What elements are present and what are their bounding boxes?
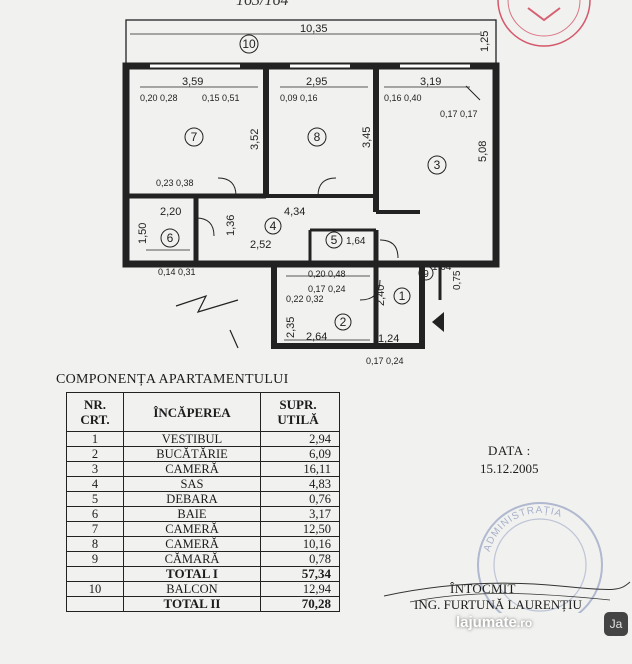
dim-label: 0,14 0,31 <box>158 267 196 277</box>
table-title: COMPONENȚA APARTAMENTULUI <box>56 372 289 387</box>
dim-label: 2,95 <box>306 76 327 88</box>
dim-label: 0,20 0,28 <box>140 93 178 103</box>
dim-label: 1,50 <box>137 223 149 244</box>
room-number-6: 6 <box>167 231 174 245</box>
dim-label: 0,23 0,38 <box>156 178 194 188</box>
header-nr: NR. CRT. <box>66 392 124 432</box>
lower-wing-wall <box>271 261 425 349</box>
signature-scribble <box>383 581 631 603</box>
room-number-8: 8 <box>314 130 321 144</box>
date-label: DATA : <box>488 443 531 458</box>
stamp-text: ADMINISTRAȚIA <box>482 505 563 553</box>
dim-label: 3,52 <box>249 129 261 150</box>
dim-label: 0,17 0,17 <box>440 109 478 119</box>
dim-label: 0,22 0,32 <box>286 294 324 304</box>
dim-label: 0,09 0,16 <box>280 93 318 103</box>
dim-label: 3,59 <box>182 76 203 88</box>
red-stamp-icon <box>497 0 591 47</box>
dim-label: 0,16 0,40 <box>384 93 422 103</box>
dim-label: 2,64 <box>306 331 327 343</box>
dim-label: 1,64 <box>346 236 366 247</box>
svg-text:ADMINISTRAȚIA: ADMINISTRAȚIA <box>482 505 564 553</box>
dim-label: 0,17 0,24 <box>366 356 404 366</box>
date-value: 15.12.2005 <box>480 461 539 476</box>
header-scribble: 163/164 <box>236 0 289 9</box>
watermark-logo-icon: Ja <box>604 612 628 636</box>
room-number-7: 7 <box>191 130 198 144</box>
dim-label: 3,45 <box>361 127 373 148</box>
dim-label: 0,15 0,51 <box>202 93 240 103</box>
dim-label: 2,52 <box>250 239 271 251</box>
dim-label: 5,08 <box>477 141 489 162</box>
room-number-1: 1 <box>399 289 406 303</box>
dim-label: 3,19 <box>420 76 441 88</box>
entrance-arrow-icon <box>432 312 444 332</box>
signature-engineer: ING. FURTUNĂ LAURENȚIU <box>414 597 582 612</box>
room-number-2: 2 <box>340 315 347 329</box>
dim-label: 2,40 <box>375 285 387 306</box>
dim-label: 1,24 <box>378 333 399 345</box>
dim-label: 0,20 0,48 <box>308 269 346 279</box>
dim-label: 4,34 <box>284 206 305 218</box>
header-area: SUPR. UTILĂ <box>260 392 340 432</box>
dim-label: 1,36 <box>225 215 237 236</box>
floor-plan: 10 7 8 3 6 4 5 9 1 2 10,35 1,25 3,59 0,2… <box>122 19 500 366</box>
watermark: lajumate.ro <box>456 614 533 631</box>
official-stamp-icon: ADMINISTRAȚIA <box>477 502 603 613</box>
table-header-row: NR. CRT. ÎNCĂPEREA SUPR. UTILĂ <box>66 392 340 432</box>
dim-label: 10,35 <box>300 23 328 35</box>
dim-label: 0,17 0,24 <box>308 284 346 294</box>
dim-label: 1,25 <box>479 31 491 52</box>
dim-label: 2,20 <box>160 206 181 218</box>
header-room: ÎNCĂPEREA <box>123 392 261 432</box>
room-number-4: 4 <box>270 219 277 233</box>
dim-label: 1,04 <box>432 262 452 273</box>
room-number-10: 10 <box>242 37 256 51</box>
dim-label: 0,75 <box>452 270 463 290</box>
room-number-3: 3 <box>434 158 441 172</box>
room-number-9: 9 <box>423 269 429 280</box>
room-number-5: 5 <box>331 233 338 247</box>
dim-label: 2,35 <box>285 317 297 338</box>
